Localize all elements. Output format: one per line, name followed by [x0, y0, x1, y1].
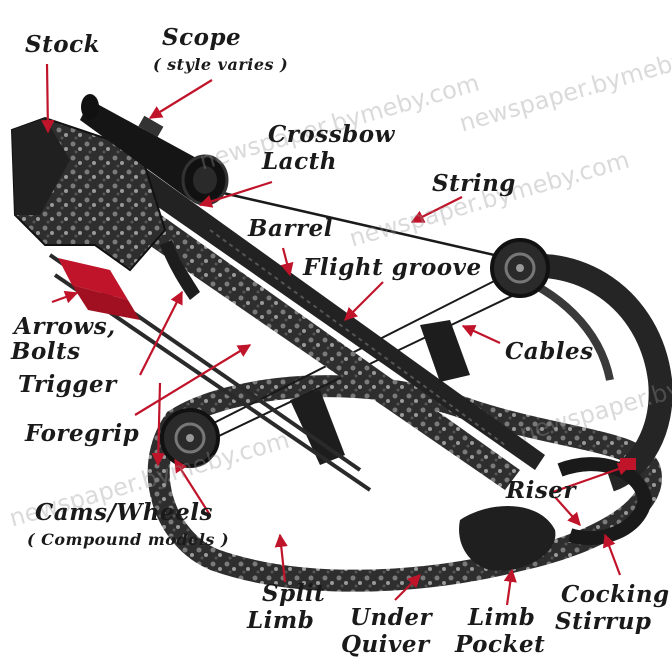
label-limb-pocket-line1: Limb [468, 604, 536, 631]
label-barrel: Barrel [248, 215, 333, 242]
label-split-limb-line1: Split [262, 580, 326, 607]
label-arrows-line2: Bolts [11, 338, 81, 365]
label-under-quiver-line2: Quiver [341, 631, 430, 658]
pointer-arrows [41, 63, 632, 606]
riser-stirrup [459, 457, 653, 571]
trigger-foregrip [160, 240, 470, 465]
label-scope-note: ( style varies ) [153, 55, 289, 74]
label-cams-note: ( Compound models ) [27, 530, 230, 549]
label-foregrip: Foregrip [25, 420, 140, 447]
barrel-rail [105, 150, 545, 490]
scope [80, 94, 229, 206]
label-cables: Cables [505, 338, 594, 365]
label-cocking-stirrup-line2: Stirrup [555, 608, 652, 635]
stock [10, 116, 167, 272]
label-crossbow-latch-line1: Crossbow [268, 121, 395, 148]
label-string: String [432, 170, 516, 197]
label-cams-wheels: Cams/Wheels [35, 499, 213, 526]
label-under-quiver-line1: Under [350, 604, 433, 631]
label-cocking-stirrup-line1: Cocking [561, 581, 670, 608]
label-scope: Scope [162, 24, 242, 51]
label-riser: Riser [506, 477, 577, 504]
cams-wheels [160, 238, 550, 468]
label-limb-pocket-line2: Pocket [455, 631, 546, 658]
label-trigger: Trigger [18, 371, 117, 398]
arrows-bolts [48, 253, 372, 492]
label-flight-groove: Flight groove [303, 254, 482, 281]
label-arrows-line1: Arrows, [14, 313, 116, 340]
label-crossbow-latch-line2: Lacth [262, 148, 337, 175]
label-stock: Stock [25, 31, 101, 58]
label-split-limb-line2: Limb [247, 607, 315, 634]
